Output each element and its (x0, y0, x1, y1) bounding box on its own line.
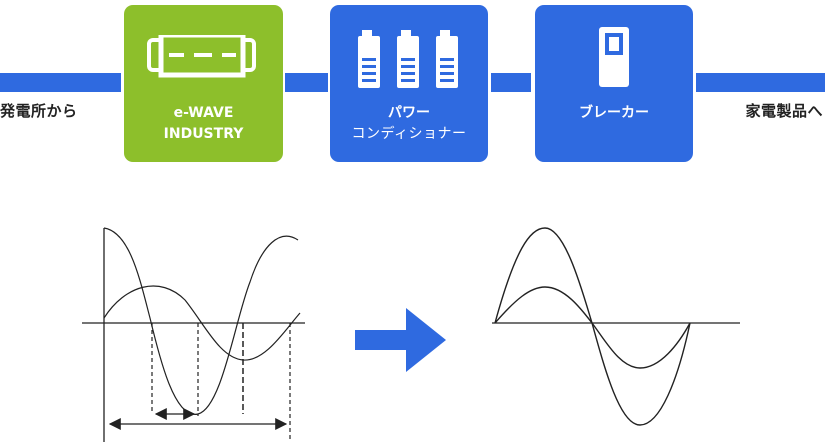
power-conditioner-line2: コンディショナー (351, 126, 467, 142)
breaker-line1: ブレーカー (579, 105, 649, 121)
breaker-box: ブレーカー (535, 5, 693, 162)
transform-arrow-icon (355, 308, 446, 372)
ewave-line1: e-WAVE (173, 105, 234, 121)
ewave-line2: INDUSTRY (163, 126, 244, 142)
from-power-plant-label: 発電所から (0, 102, 78, 120)
battery-pack-icon (147, 35, 256, 78)
power-conditioner-box: パワー コンディショナー (330, 5, 488, 162)
to-appliances-label: 家電製品へ (745, 102, 823, 120)
ewave-box: e-WAVE INDUSTRY (124, 5, 283, 162)
after-waveform (492, 227, 740, 426)
flow-line-2 (285, 73, 328, 92)
flow-line-3 (491, 73, 531, 92)
power-conditioner-line1: パワー (388, 105, 430, 121)
flow-line-left (0, 73, 121, 92)
flow-line-right (696, 73, 825, 92)
before-waveform (82, 227, 305, 442)
battery-cells-icon (358, 30, 458, 88)
breaker-icon (599, 27, 629, 87)
